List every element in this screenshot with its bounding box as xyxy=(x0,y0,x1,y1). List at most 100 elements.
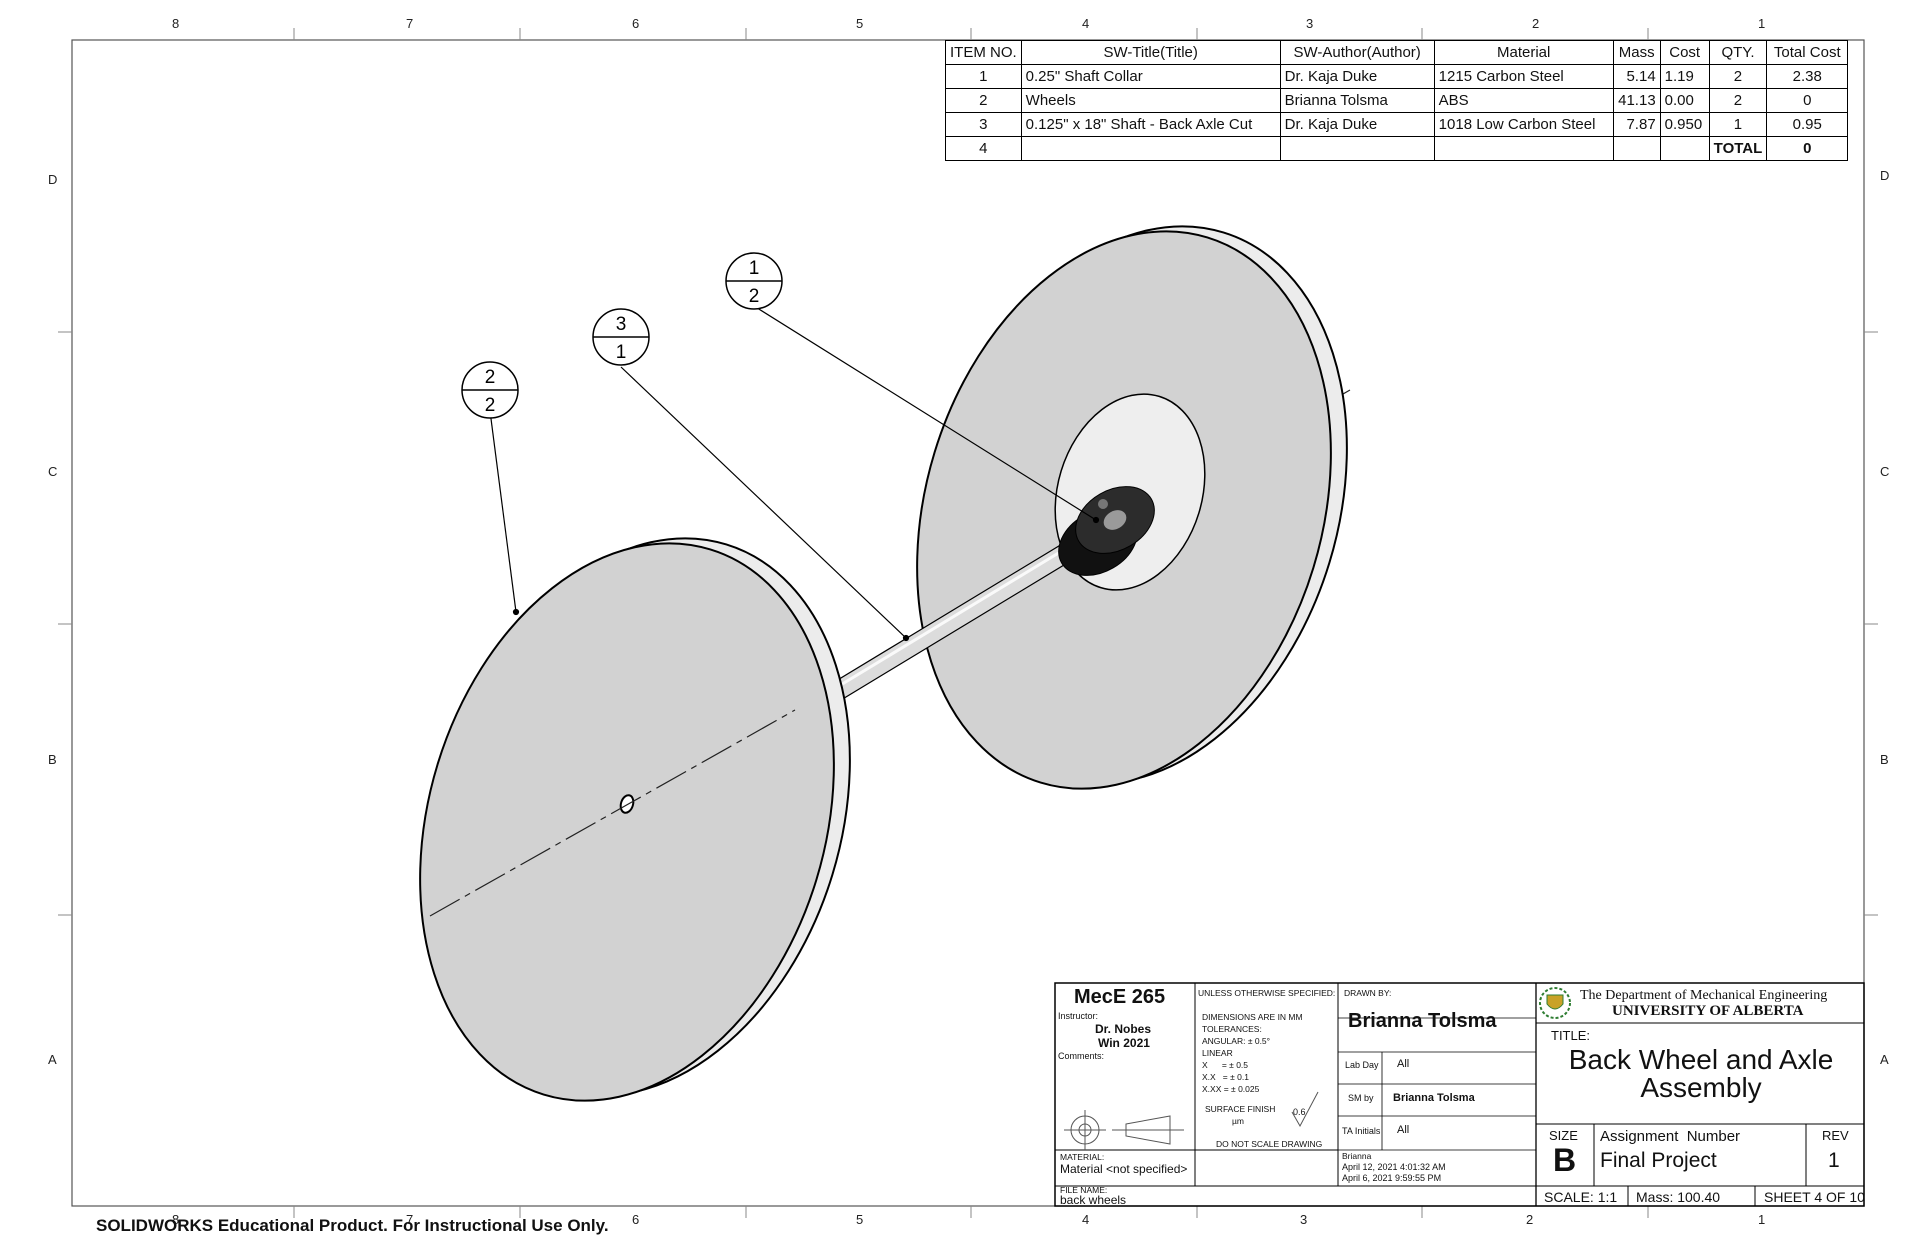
zone-right-C: C xyxy=(1880,464,1890,479)
university-crest-icon xyxy=(1539,987,1571,1019)
zone-bottom-7: 7 xyxy=(406,1212,414,1227)
revision-label: REV xyxy=(1822,1128,1849,1143)
zone-bottom-6: 6 xyxy=(632,1212,640,1227)
zone-bottom-4: 4 xyxy=(1082,1212,1090,1227)
balloon-leaders xyxy=(489,305,1100,642)
dimension-line: X.X = ± 0.1 xyxy=(1202,1072,1249,1082)
projection-symbol-icon xyxy=(1064,1110,1184,1150)
bom-cell: 2 xyxy=(1708,64,1768,89)
assignment-number-label: Assignment Number xyxy=(1600,1128,1741,1145)
surface-finish-icon xyxy=(1291,1091,1319,1128)
bom-header-author: SW-Author(Author) xyxy=(1279,40,1435,65)
comments-label: Comments: xyxy=(1058,1051,1105,1061)
stamp-date-2: April 6, 2021 9:59:55 PM xyxy=(1342,1173,1442,1183)
zone-bottom-2: 2 xyxy=(1526,1212,1534,1227)
drawing-title-line-1: Back Wheel and Axle xyxy=(1568,1044,1834,1075)
zone-bottom-3: 3 xyxy=(1300,1212,1308,1227)
ta-initials-label: TA Initials xyxy=(1342,1126,1381,1136)
surface-finish-unit: µm xyxy=(1232,1116,1244,1126)
material-value: Material <not specified> xyxy=(1060,1162,1188,1176)
sheet-number: SHEET 4 OF 10 xyxy=(1764,1189,1865,1205)
bom-cell xyxy=(1433,136,1614,161)
bom-header-material: Material xyxy=(1433,40,1614,65)
bom-header-cost: Cost xyxy=(1659,40,1710,65)
dimension-line: TOLERANCES: xyxy=(1202,1024,1262,1034)
university-name: UNIVERSITY OF ALBERTA xyxy=(1612,1003,1804,1019)
dimension-line: LINEAR xyxy=(1202,1048,1233,1058)
material-label: MATERIAL: xyxy=(1060,1152,1105,1162)
bom-cell: 41.13 xyxy=(1612,88,1661,113)
zone-right-A: A xyxy=(1880,1052,1889,1067)
bom-cell: 1 xyxy=(1708,112,1768,137)
balloon-1-qty: 2 xyxy=(749,286,760,307)
zone-left-B: B xyxy=(48,752,57,767)
bom-header-qty: QTY. xyxy=(1708,40,1768,65)
stamp-date-1: April 12, 2021 4:01:32 AM xyxy=(1342,1162,1446,1172)
bom-cell: 4 xyxy=(945,136,1022,161)
term: Win 2021 xyxy=(1098,1036,1150,1050)
axle-hole xyxy=(619,794,635,814)
scale-value: SCALE: 1:1 xyxy=(1544,1189,1618,1205)
surface-finish-value: 0.6 xyxy=(1293,1107,1306,1117)
bom-header-row: ITEM NO. SW-Title(Title) SW-Author(Autho… xyxy=(945,40,1849,65)
balloon-3-item: 3 xyxy=(616,314,627,335)
sm-by-value: Brianna Tolsma xyxy=(1393,1092,1475,1104)
zone-bottom-8: 8 xyxy=(172,1212,180,1227)
bom-row: 3 0.125" x 18" Shaft - Back Axle Cut Dr.… xyxy=(945,112,1849,137)
left-wheel xyxy=(419,537,851,1102)
drawing-title-line-2: Assembly xyxy=(1640,1072,1762,1103)
bom-cell: 1 xyxy=(945,64,1022,89)
bom-cell: Brianna Tolsma xyxy=(1279,88,1435,113)
ta-initials-value: All xyxy=(1397,1124,1410,1136)
bom-cell: 2 xyxy=(1708,88,1768,113)
zone-right-D: D xyxy=(1880,168,1890,183)
zone-top-4: 4 xyxy=(1082,16,1090,31)
zone-left-D: D xyxy=(48,172,58,187)
bill-of-materials-table: ITEM NO. SW-Title(Title) SW-Author(Autho… xyxy=(945,40,1849,161)
bom-row: 2 Wheels Brianna Tolsma ABS 41.13 0.00 2… xyxy=(945,88,1849,113)
bom-total-value: 0 xyxy=(1766,136,1849,161)
bom-cell: 1.19 xyxy=(1659,64,1710,89)
drawn-by-name: Brianna Tolsma xyxy=(1348,1010,1497,1032)
zone-bottom-1: 1 xyxy=(1758,1212,1766,1227)
sheet-size: B xyxy=(1553,1142,1577,1178)
zone-top-1: 1 xyxy=(1758,16,1766,31)
educational-watermark: SOLIDWORKS Educational Product. For Inst… xyxy=(96,1216,609,1235)
dimension-line: ANGULAR: ± 0.5° xyxy=(1202,1036,1271,1046)
lab-day-label: Lab Day xyxy=(1345,1060,1379,1070)
dimension-line: X.XX = ± 0.025 xyxy=(1202,1084,1260,1094)
instructor-label: Instructor: xyxy=(1058,1011,1099,1021)
bom-cell xyxy=(1659,136,1710,161)
balloon-3-qty: 1 xyxy=(616,342,627,363)
bom-cell: ABS xyxy=(1433,88,1614,113)
size-label: SIZE xyxy=(1549,1128,1578,1143)
bom-cell xyxy=(1020,136,1281,161)
balloon-1-item: 1 xyxy=(749,258,760,279)
bom-header-total-cost: Total Cost xyxy=(1766,40,1849,65)
bom-cell xyxy=(1612,136,1661,161)
tolerance-heading: UNLESS OTHERWISE SPECIFIED: xyxy=(1198,988,1336,998)
zone-ticks xyxy=(58,28,1878,1218)
assignment-number: Final Project xyxy=(1600,1149,1717,1172)
shaft-collar xyxy=(1058,486,1155,576)
balloon-2-qty: 2 xyxy=(485,395,496,416)
mass-value: Mass: 100.40 xyxy=(1636,1189,1721,1205)
bom-cell: 0.950 xyxy=(1659,112,1710,137)
bom-cell: 2.38 xyxy=(1766,64,1849,89)
bom-header-title: SW-Title(Title) xyxy=(1020,40,1281,65)
bom-cell: 5.14 xyxy=(1612,64,1661,89)
file-name-label: FILE NAME: xyxy=(1060,1185,1108,1195)
dimension-line: X = ± 0.5 xyxy=(1202,1060,1249,1070)
zone-top-2: 2 xyxy=(1532,16,1540,31)
department-name: The Department of Mechanical Engineering xyxy=(1580,988,1828,1003)
bom-total-row: 4 TOTAL 0 xyxy=(945,136,1849,161)
zone-left-A: A xyxy=(48,1052,57,1067)
bom-cell: Dr. Kaja Duke xyxy=(1279,64,1435,89)
zone-top-3: 3 xyxy=(1306,16,1314,31)
zone-top-6: 6 xyxy=(632,16,640,31)
do-not-scale-note: DO NOT SCALE DRAWING xyxy=(1216,1139,1323,1149)
bom-cell: 1018 Low Carbon Steel xyxy=(1433,112,1614,137)
bom-cell xyxy=(1279,136,1435,161)
file-name-value: back wheels xyxy=(1060,1193,1127,1207)
